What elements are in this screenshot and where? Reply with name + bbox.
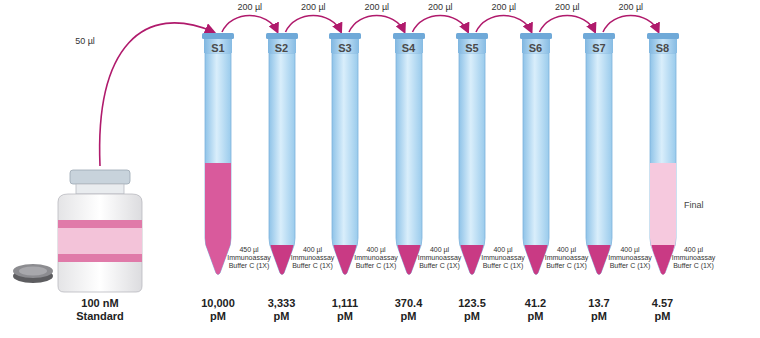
concentration: 10,000 pM: [201, 297, 235, 323]
dilution-tube: S8: [647, 33, 679, 275]
tube-liquid: [650, 163, 676, 275]
concentration: 4.57 pM: [652, 297, 673, 323]
tube-name: S3: [329, 42, 361, 54]
vial-cap: [70, 170, 130, 184]
tube-name: S8: [647, 42, 679, 54]
tube-rim: [329, 33, 361, 39]
transfer-volume: 200 µl: [553, 2, 582, 13]
tube-body: [396, 53, 422, 275]
fill-level-note: Final: [684, 200, 704, 210]
buffer-volume: 400 µl Immunoassay Buffer C (1X): [607, 246, 653, 270]
transfer-arrow: [100, 23, 214, 166]
dilution-tube: S7: [583, 33, 615, 275]
vial-label-band: [58, 220, 142, 262]
tube-name: S7: [583, 42, 615, 54]
concentration: 3,333 pM: [268, 297, 296, 323]
tube-drawing: [329, 33, 361, 275]
transfer-volume: 200 µl: [426, 2, 455, 13]
concentration: 41.2 pM: [525, 297, 546, 323]
vial-drawing: [50, 168, 150, 294]
dilution-tube: S6: [520, 33, 552, 275]
transfer-volume: 200 µl: [299, 2, 328, 13]
buffer-volume: 400 µl Immunoassay Buffer C (1X): [353, 246, 399, 270]
tube-name: S2: [266, 42, 298, 54]
transfer-arrow: [286, 16, 342, 33]
tube-drawing: [647, 33, 679, 275]
tube-liquid: [205, 163, 231, 275]
buffer-volume: 450 µl Immunoassay Buffer C (1X): [226, 246, 272, 270]
tube-body: [459, 53, 485, 275]
tube-liquid: [588, 245, 611, 275]
tube-rim: [266, 33, 298, 39]
tube-rim: [520, 33, 552, 39]
transfer-volume: 200 µl: [235, 2, 264, 13]
dilution-tube: S3: [329, 33, 361, 275]
dilution-tube: S2: [266, 33, 298, 275]
transfer-arrow: [540, 16, 596, 33]
transfer-volume: 200 µl: [362, 2, 391, 13]
tube-body: [269, 53, 295, 275]
tube-body: [650, 53, 676, 275]
tube-body: [205, 53, 231, 275]
tube-name: S4: [393, 42, 425, 54]
concentration: 370.4 pM: [395, 297, 423, 323]
concentration: 123.5 pM: [458, 297, 486, 323]
concentration: 1,111 pM: [332, 297, 358, 323]
tube-body: [332, 53, 358, 275]
dilution-tube: S5: [456, 33, 488, 275]
tube-liquid: [651, 245, 674, 275]
tube-body: [586, 53, 612, 275]
transfer-arrow: [413, 16, 469, 33]
tube-drawing: [266, 33, 298, 275]
buffer-volume: 400 µl Immunoassay Buffer C (1X): [671, 246, 717, 270]
lid-top: [13, 264, 53, 278]
dilution-tube: S4: [393, 33, 425, 275]
tube-rim: [202, 33, 234, 39]
buffer-volume: 400 µl Immunoassay Buffer C (1X): [480, 246, 526, 270]
transfer-arrow: [349, 16, 405, 33]
standard-label: 100 nM Standard: [70, 297, 130, 323]
transfer-arrow: [222, 16, 278, 33]
lid-inner: [19, 267, 47, 276]
tube-liquid: [397, 245, 420, 275]
tube-rim: [456, 33, 488, 39]
vial-body: [58, 194, 142, 292]
transfer-volume: 200 µl: [616, 2, 645, 13]
vial-label-inner: [58, 228, 142, 254]
tube-drawing: [393, 33, 425, 275]
tube-name: S5: [456, 42, 488, 54]
dilution-tube: S1: [202, 33, 234, 275]
standard-vial: 100 nM Standard: [50, 168, 150, 326]
buffer-volume: 400 µl Immunoassay Buffer C (1X): [290, 246, 336, 270]
transfer-volume: 200 µl: [489, 2, 518, 13]
tube-name: S1: [202, 42, 234, 54]
tube-drawing: [456, 33, 488, 275]
concentration: 13.7 pM: [588, 297, 609, 323]
tube-name: S6: [520, 42, 552, 54]
buffer-volume: 400 µl Immunoassay Buffer C (1X): [417, 246, 463, 270]
vial-neck: [76, 184, 124, 194]
buffer-volume: 400 µl Immunoassay Buffer C (1X): [544, 246, 590, 270]
tube-rim: [393, 33, 425, 39]
tube-liquid: [334, 245, 357, 275]
tube-rim: [583, 33, 615, 39]
transfer-arrow: [603, 16, 659, 33]
tube-drawing: [583, 33, 615, 275]
vial-lid: [13, 264, 53, 283]
tube-liquid: [524, 245, 547, 275]
transfer-arrow: [476, 16, 532, 33]
tube-liquid: [270, 245, 293, 275]
tube-liquid: [461, 245, 484, 275]
tube-drawing: [520, 33, 552, 275]
tube-drawing: [202, 33, 234, 275]
tube-body: [523, 53, 549, 275]
tube-rim: [647, 33, 679, 39]
transfer-volume: 50 µl: [73, 36, 97, 47]
